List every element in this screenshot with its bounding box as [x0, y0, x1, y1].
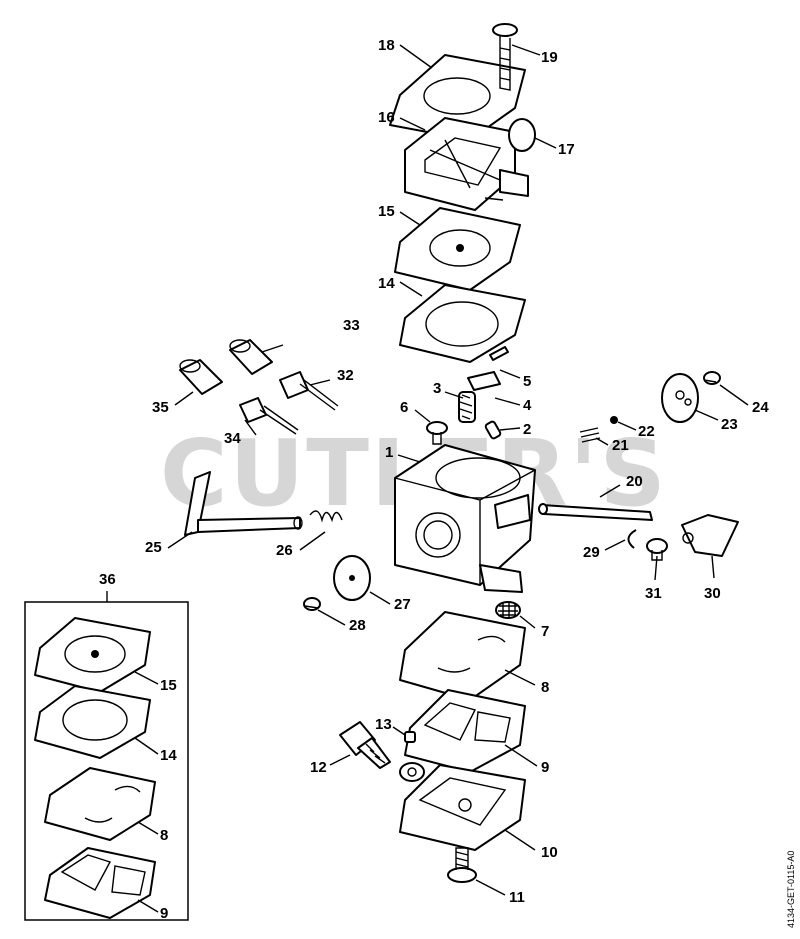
callout-labels: 18 19 16 17 15 14 5 3 4 6 2 1 33 32 35 3…: [99, 37, 769, 922]
part-11-screw: [447, 847, 477, 883]
part-22-ball: [610, 416, 618, 424]
part-8-metering-diaphragm: [399, 611, 526, 701]
part-32-adjust-screw: [279, 371, 339, 411]
callout-1: 1: [385, 444, 393, 461]
callout-17: 17: [558, 141, 575, 158]
part-24-screw: [703, 371, 721, 385]
part-34-adjust-screw: [239, 397, 299, 435]
part-10-metering-cover: [399, 762, 526, 851]
callout-21: 21: [612, 437, 629, 454]
callout-23: 23: [721, 416, 738, 433]
callout-36: 36: [99, 571, 116, 588]
part-20-shaft: [538, 503, 653, 521]
part-27-choke-plate: [333, 555, 371, 601]
part-30-lever: [681, 514, 739, 557]
callout-33: 33: [343, 317, 360, 334]
part-33-limiter-cap: [229, 339, 273, 375]
part-5-pin: [489, 346, 509, 361]
document-id: 4134-GET-0115-A0: [786, 851, 796, 928]
kit-callout-9: 9: [160, 905, 168, 922]
callout-6: 6: [400, 399, 408, 416]
callout-12: 12: [310, 759, 327, 776]
part-28-screw: [303, 597, 321, 611]
callout-2: 2: [523, 421, 531, 438]
part-25-choke-shaft: [184, 471, 303, 536]
callout-7: 7: [541, 623, 549, 640]
callout-18: 18: [378, 37, 395, 54]
part-14-gasket: [399, 284, 526, 363]
part-31-screw: [646, 538, 668, 561]
callout-19: 19: [541, 49, 558, 66]
callout-34: 34: [224, 430, 241, 447]
kit-callout-14: 14: [160, 747, 177, 764]
part-7-screen: [495, 601, 521, 619]
leader-lines: [134, 44, 749, 913]
callout-10: 10: [541, 844, 558, 861]
kit-part-9-gasket: [44, 847, 156, 919]
kit-callout-15: 15: [160, 677, 177, 694]
kit-part-14-gasket: [34, 685, 151, 759]
part-6-screw: [426, 421, 448, 445]
callout-28: 28: [349, 617, 366, 634]
part-15-diaphragm: [394, 207, 521, 291]
callout-4: 4: [523, 397, 532, 414]
kit-part-15-diaphragm: [34, 617, 151, 693]
part-17-o-ring: [508, 118, 536, 152]
callout-14: 14: [378, 275, 395, 292]
part-2-needle: [484, 420, 502, 440]
callout-16: 16: [378, 109, 395, 126]
part-35-limiter-cap: [179, 359, 223, 395]
part-26-spring: [309, 510, 343, 523]
part-13-small-plug: [404, 731, 416, 743]
callout-8: 8: [541, 679, 549, 696]
callout-35: 35: [152, 399, 169, 416]
part-12-plug: [339, 721, 391, 769]
part-9-metering-gasket: [404, 689, 526, 773]
part-18-gasket: [389, 54, 526, 141]
part-23-throttle-plate: [661, 373, 699, 423]
callout-30: 30: [704, 585, 721, 602]
part-4-lever: [467, 371, 501, 391]
callout-27: 27: [394, 596, 411, 613]
callout-20: 20: [626, 473, 643, 490]
callout-11: 11: [509, 889, 525, 906]
part-29-clip: [627, 529, 637, 549]
callout-24: 24: [752, 399, 769, 416]
callout-31: 31: [645, 585, 662, 602]
callout-5: 5: [523, 373, 531, 390]
part-1-carburetor-body: [394, 444, 536, 593]
callout-15: 15: [378, 203, 395, 220]
callout-25: 25: [145, 539, 162, 556]
callout-26: 26: [276, 542, 293, 559]
kit-part-8-diaphragm: [44, 767, 156, 841]
callout-9: 9: [541, 759, 549, 776]
callout-13: 13: [375, 716, 392, 733]
part-16-pump-cover: [404, 117, 529, 211]
callout-32: 32: [337, 367, 354, 384]
part-19-screw: [492, 23, 518, 91]
callout-3: 3: [433, 380, 441, 397]
kit-callout-8: 8: [160, 827, 168, 844]
part-3-spring: [459, 394, 473, 420]
callout-29: 29: [583, 544, 600, 561]
callout-22: 22: [638, 423, 655, 440]
